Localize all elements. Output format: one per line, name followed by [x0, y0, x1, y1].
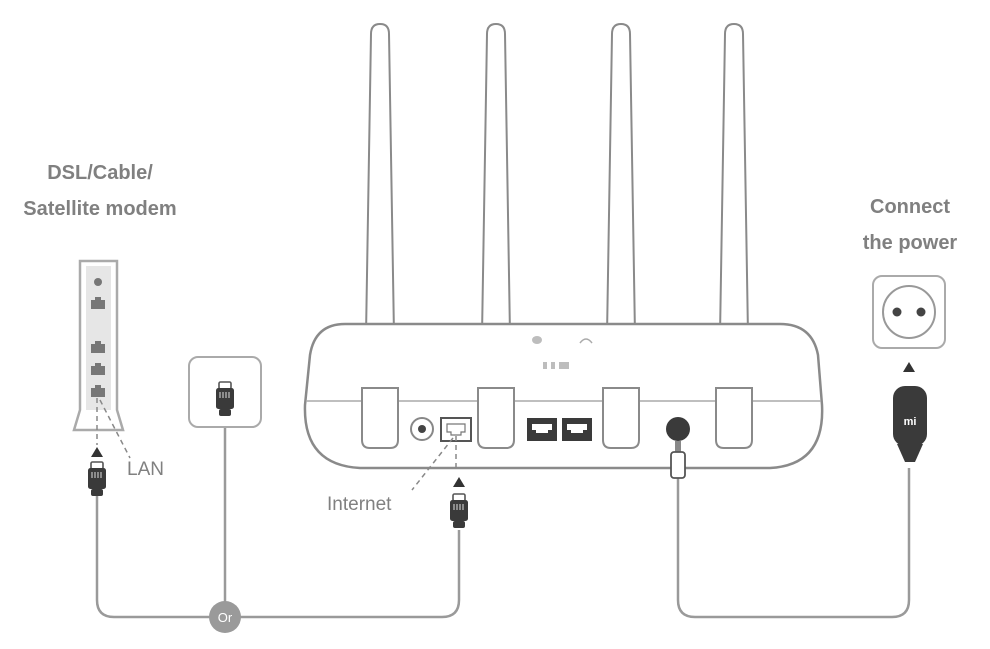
internet-label: Internet — [327, 494, 392, 515]
power-adapter-icon: mi — [893, 386, 927, 462]
power-title-line2: the power — [862, 232, 958, 254]
power-barrel-connector — [670, 441, 686, 479]
ethernet-cable-routing — [95, 424, 911, 619]
modem-ethernet-plug-icon — [87, 461, 107, 497]
router-icon — [303, 22, 824, 470]
lan-ports — [527, 418, 592, 441]
power-title-line1: Connect — [870, 196, 950, 218]
or-badge: Or — [209, 601, 241, 633]
internet-guide — [411, 436, 457, 491]
modem-title: DSL/Cable/ Satellite modem — [0, 155, 200, 227]
router-logo-icon — [543, 362, 569, 369]
adapter-logo: mi — [904, 416, 917, 428]
power-port — [666, 417, 690, 441]
lan-label: LAN — [127, 459, 164, 480]
power-cable — [676, 468, 911, 619]
internet-plug-arrow — [453, 477, 465, 487]
modem-icon — [72, 259, 125, 432]
adapter-arrow — [903, 362, 915, 372]
or-text: Or — [218, 610, 233, 625]
power-socket-icon — [872, 275, 946, 349]
internet-ethernet-plug-icon — [449, 493, 469, 529]
modem-plug-arrow — [91, 447, 103, 457]
modem-cable — [95, 495, 461, 619]
power-title: Connect the power — [845, 189, 975, 261]
modem-title-line1: DSL/Cable/ — [47, 162, 153, 184]
modem-lan-guide — [96, 398, 131, 459]
modem-title-line2: Satellite modem — [23, 198, 177, 220]
